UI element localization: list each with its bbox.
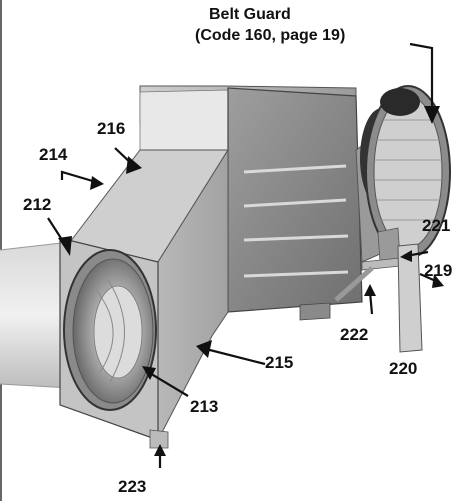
belt-guard-reference: (Code 160, page 19)	[195, 27, 346, 44]
arrow-icon	[58, 106, 444, 456]
callout-221: 221	[422, 216, 451, 235]
fan-assembly	[355, 85, 451, 263]
inlet-ring	[63, 249, 157, 411]
base-foot	[149, 429, 169, 449]
callout-212: 212	[23, 195, 52, 214]
callout-222: 222	[340, 325, 369, 344]
belt-guard-title: Belt Guard	[209, 6, 291, 23]
callout-213: 213	[190, 397, 219, 416]
callout-214: 214	[39, 145, 68, 164]
callout-219: 219	[424, 261, 453, 280]
support-stand	[334, 227, 423, 353]
callout-216: 216	[97, 119, 126, 138]
callout-220: 220	[389, 359, 418, 378]
callout-223: 223	[118, 477, 147, 496]
callout-215: 215	[265, 353, 294, 372]
inlet-pipe	[0, 241, 71, 389]
